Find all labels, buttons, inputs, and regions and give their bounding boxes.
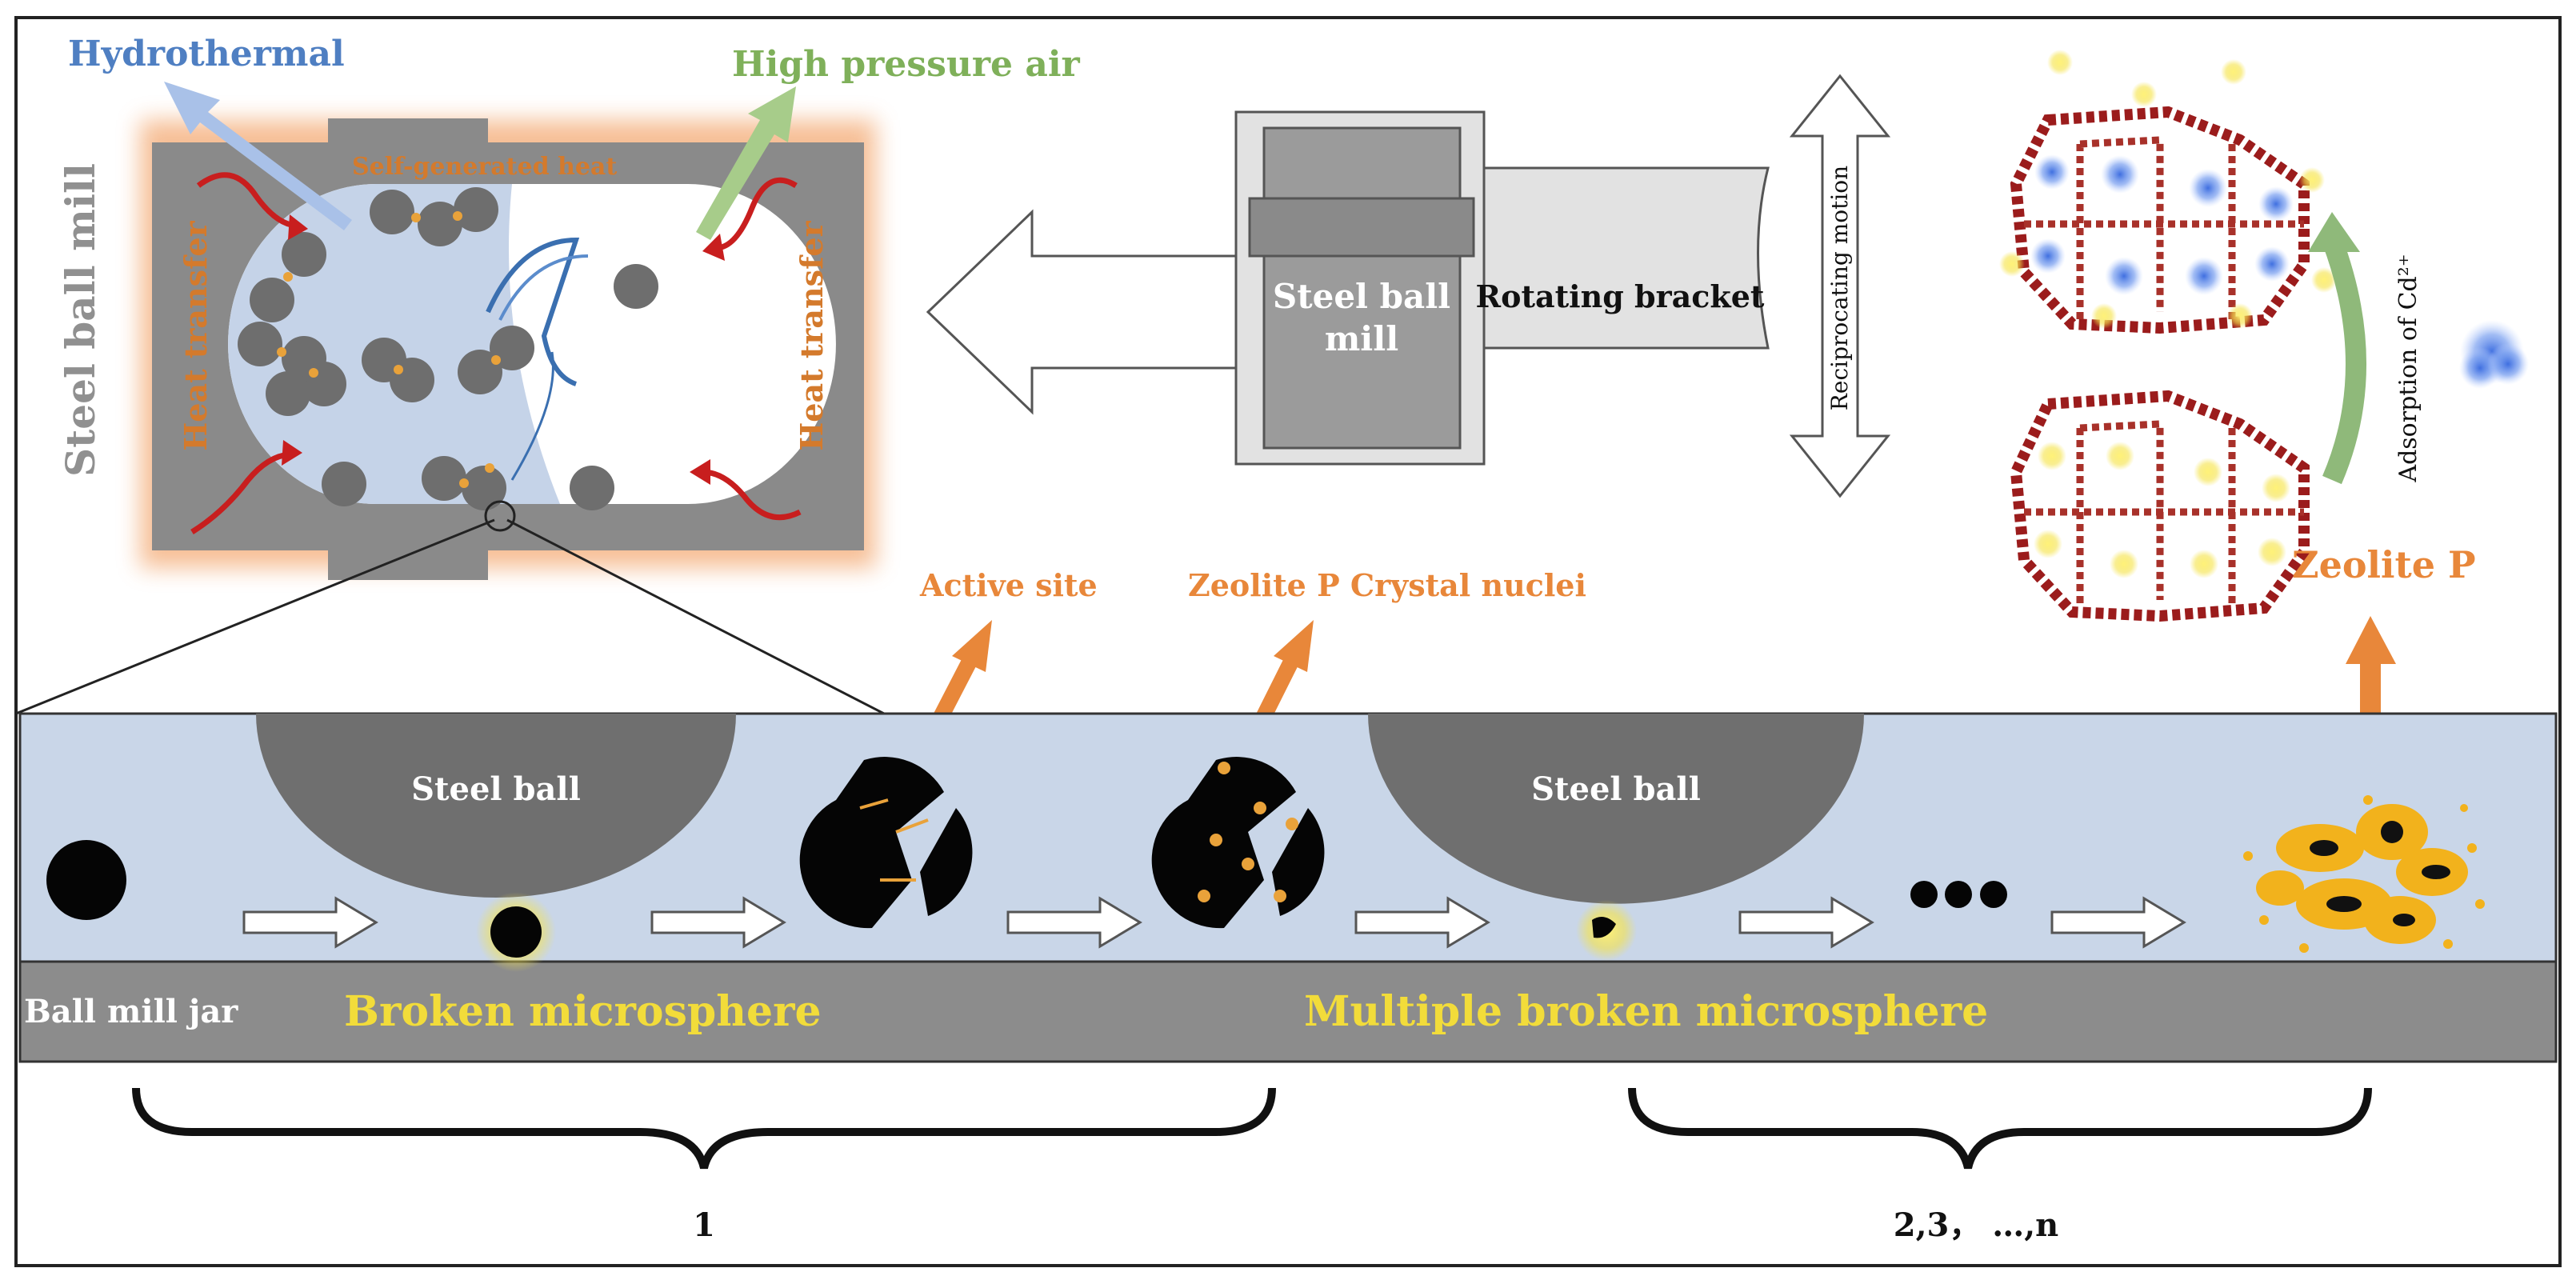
mill-bottom-tab	[328, 544, 488, 580]
reciprocating-label: Reciprocating motion	[1826, 166, 1853, 410]
multiple-broken-label: Multiple broken microsphere	[1304, 987, 1988, 1036]
heat-arrow	[196, 172, 297, 229]
steel-ball	[458, 350, 502, 394]
steel-ball	[282, 232, 326, 277]
mill-label-line1: Steel ball	[1273, 277, 1450, 316]
zeolite-product	[2243, 795, 2485, 953]
adsorption-arrowhead	[2308, 212, 2360, 252]
ball-mill-jar-label: Ball mill jar	[24, 993, 238, 1030]
heat-arrow	[715, 177, 798, 251]
brace-1-label: 1	[693, 1206, 715, 1244]
reciprocating-arrow	[1789, 74, 1891, 498]
cracked-microsphere-2	[1151, 757, 1325, 929]
steel-ball	[250, 278, 294, 322]
heat-arrow	[702, 469, 802, 521]
active-site-label: Active site	[919, 567, 1098, 603]
brace-2	[1628, 1087, 2372, 1170]
mill-cross-section: Self-generated heat Heat transfer Heat t…	[57, 34, 1081, 580]
zoom-line	[15, 518, 495, 715]
hydrothermal-label: Hydrothermal	[68, 34, 345, 74]
steel-ball	[390, 358, 434, 402]
heat-arrow	[190, 451, 290, 534]
steel-ball	[614, 264, 658, 309]
steel-ball	[570, 466, 614, 510]
process-arrow	[2050, 896, 2186, 949]
process-arrow	[242, 896, 378, 949]
heat-arrowhead	[690, 459, 710, 485]
zoom-line	[506, 518, 885, 715]
process-arrow	[1354, 896, 1490, 949]
air-arrow	[696, 86, 796, 240]
zoom-circle	[484, 500, 516, 532]
rotating-bracket	[1482, 166, 1770, 350]
heat-arrowhead	[702, 234, 725, 261]
zeolite-p-label: Zeolite P	[2292, 543, 2476, 586]
ball-mill-jar: Steel ball Steel ball	[18, 712, 2558, 1063]
cd-ion-cluster	[2459, 320, 2529, 389]
broken-microsphere	[490, 906, 542, 958]
adsorption-arrow	[2322, 236, 2366, 485]
steel-ball	[462, 466, 506, 510]
steel-ball-mill-vertical-label: Steel ball mill	[57, 163, 104, 477]
heat-arrowhead	[288, 214, 308, 240]
fragment	[1592, 917, 1616, 938]
jar-floor	[18, 960, 2558, 1063]
brace-1	[132, 1087, 1276, 1170]
steel-ball	[490, 326, 534, 370]
steel-ball	[454, 187, 498, 232]
zeolite-structure-empty	[2010, 390, 2310, 622]
mill-top-tab	[328, 118, 488, 150]
steel-ball-1-label: Steel ball	[411, 770, 581, 808]
ball-mill-device: Steel ball mill Rotating bracket	[1234, 110, 1770, 466]
high-pressure-air-label: High pressure air	[732, 44, 1081, 85]
hydrothermal-arrow	[164, 82, 352, 230]
steel-ball-1	[256, 714, 736, 898]
heat-arrowhead	[282, 440, 302, 466]
process-arrow	[1006, 896, 1142, 949]
mill-label-line2: mill	[1325, 319, 1398, 358]
steel-ball	[418, 202, 462, 246]
heat-transfer-left-label: Heat transfer	[178, 220, 214, 450]
heat-transfer-right-label: Heat transfer	[794, 220, 830, 450]
swirl-line	[510, 351, 554, 481]
zeolite-nuclei-label: Zeolite P Crystal nuclei	[1188, 567, 1586, 603]
broken-microsphere-label: Broken microsphere	[344, 987, 822, 1036]
adsorption-label: Adsorption of Cd²⁺	[2394, 254, 2422, 482]
swirl-line	[498, 254, 589, 321]
zeolite-structure-adsorbed	[1999, 50, 2337, 334]
process-arrow	[650, 896, 786, 949]
intact-microsphere	[46, 840, 126, 920]
rotating-bracket-label: Rotating bracket	[1476, 278, 1765, 314]
ellipsis-dots	[1910, 881, 2007, 908]
self-heat-label: Self-generated heat	[352, 153, 617, 181]
steel-ball-2-label: Steel ball	[1531, 770, 1701, 808]
steel-ball	[422, 456, 466, 501]
steel-ball	[370, 190, 414, 234]
cracked-microsphere-1	[799, 757, 973, 929]
steel-ball	[266, 371, 310, 416]
steel-ball	[238, 322, 282, 366]
process-arrow	[1738, 896, 1874, 949]
steel-ball-2	[1368, 714, 1864, 904]
brace-2-label: 2,3， …,n	[1894, 1206, 2059, 1244]
steel-ball	[322, 462, 366, 506]
